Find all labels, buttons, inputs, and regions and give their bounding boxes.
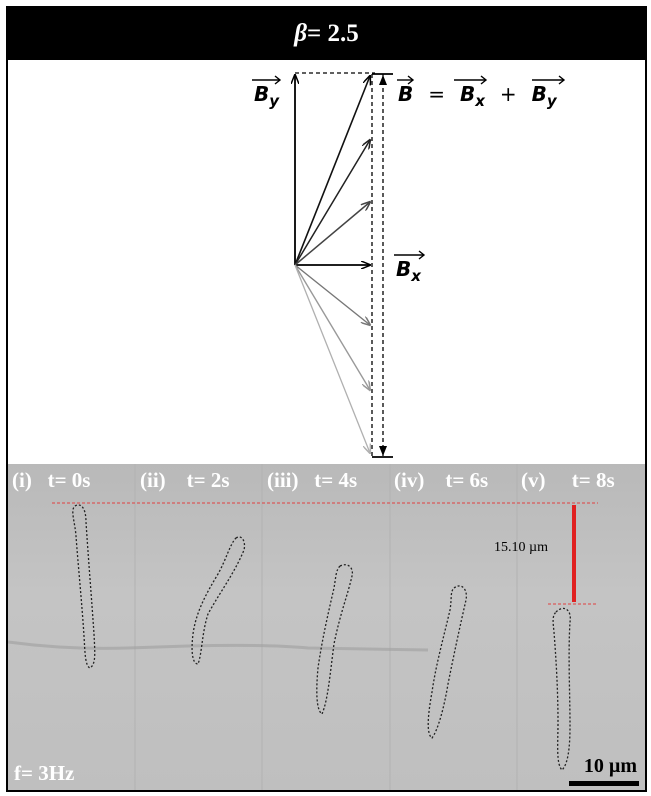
field-vector-diagram: By B = Bx + By Bx [8,60,645,464]
background-streak [8,640,429,652]
beta-value: = 2.5 [307,20,359,47]
cell-outline-1 [72,504,96,669]
b-equation-label: B = Bx + By [398,82,557,110]
resultant-arrow-1 [294,76,370,266]
resultant-arrow-6 [294,264,370,453]
frame-label-3: (iii) t= 4s [267,468,358,492]
double-arrow-down-head [379,446,387,456]
figure-frame: β = 2.5 [6,6,647,792]
frame-label-4: (iv) t= 6s [394,468,489,492]
title-bar: β = 2.5 [8,8,645,60]
by-label: By [254,82,280,110]
resultant-arrow-4 [294,264,370,325]
microscopy-svg [8,464,598,790]
cell-outline-2 [191,536,246,665]
label-overline-arrows [252,75,566,260]
cell-outline-4 [427,585,468,739]
frame-label-1: (i) t= 0s [12,468,91,492]
frame-label-5: (v) t= 8s [521,468,615,492]
frequency-label: f= 3Hz [14,761,75,785]
frame-label-2: (ii) t= 2s [140,468,230,492]
vector-svg [252,72,566,458]
beta-symbol: β [294,20,308,47]
displacement-label: 15.10 µm [494,540,548,555]
cell-outline-5 [552,607,571,771]
scale-bar [569,781,639,786]
double-arrow-up-head [379,75,387,85]
scale-bar-label: 10 µm [583,755,637,777]
resultant-arrow-5 [294,264,370,390]
microscopy-panel: (i) t= 0s (ii) t= 2s (iii) t= 4s (iv) t=… [8,464,645,790]
cell-outline-3 [316,564,354,715]
bx-label: Bx [396,257,421,285]
resultant-arrow-3 [294,202,370,266]
resultant-arrow-2 [294,140,370,266]
